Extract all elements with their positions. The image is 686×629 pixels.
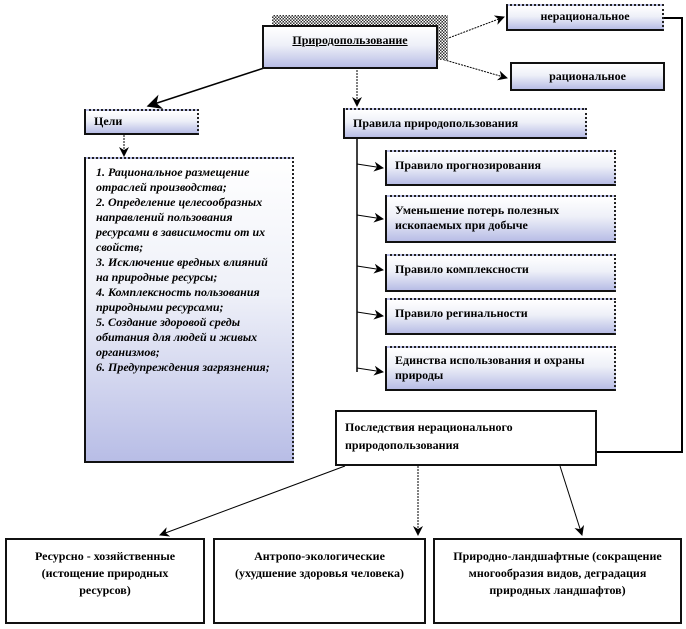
goals-list: 1. Рациональное размещение отраслей прои… [84, 157, 294, 463]
consequence-item: Природно-ландшафтные (сокращение многооб… [433, 538, 682, 624]
rule-item: Единства использования и охраны природы [385, 346, 616, 391]
consequence-item: Ресурсно - хозяйственные (истощение прир… [5, 538, 205, 624]
rule-item: Правило комплексности [385, 254, 616, 292]
arrow-irrational-consequences [554, 17, 683, 462]
goal-item: 5. Создание здоровой среды обитания для … [96, 315, 258, 359]
irrational-node: нерациональное [506, 4, 664, 31]
rule-item: Правило регинальности [385, 298, 616, 335]
rules-title: Правила природопользования [343, 108, 587, 139]
goals-title: Цели [84, 109, 199, 135]
rule-item: Уменьшение потерь полезных ископаемых пр… [385, 195, 616, 243]
arrow-root-rational [437, 57, 508, 81]
root-node: Природопользование [262, 25, 438, 69]
rational-node: рациональное [510, 62, 665, 91]
goal-item: 2. Определение целесообразных направлени… [96, 195, 266, 254]
consequence-item: Антропо-экологические (ухудшение здоровь… [213, 538, 426, 624]
goal-item: 1. Рациональное размещение отраслей прои… [96, 165, 250, 194]
consequences-title: Последствия нерационального природопольз… [335, 410, 597, 466]
goal-item: 3. Исключение вредных влияний на природн… [96, 255, 268, 284]
rule-item: Правило прогнозирования [385, 150, 616, 186]
goal-item: 6. Предупреждения загрязнения; [96, 360, 270, 374]
arrow-root-goals [146, 67, 265, 109]
root-label: Природопользование [292, 33, 408, 47]
goal-item: 4. Комплексность пользования природными … [96, 285, 260, 314]
arrow-root-irrational [437, 15, 505, 43]
